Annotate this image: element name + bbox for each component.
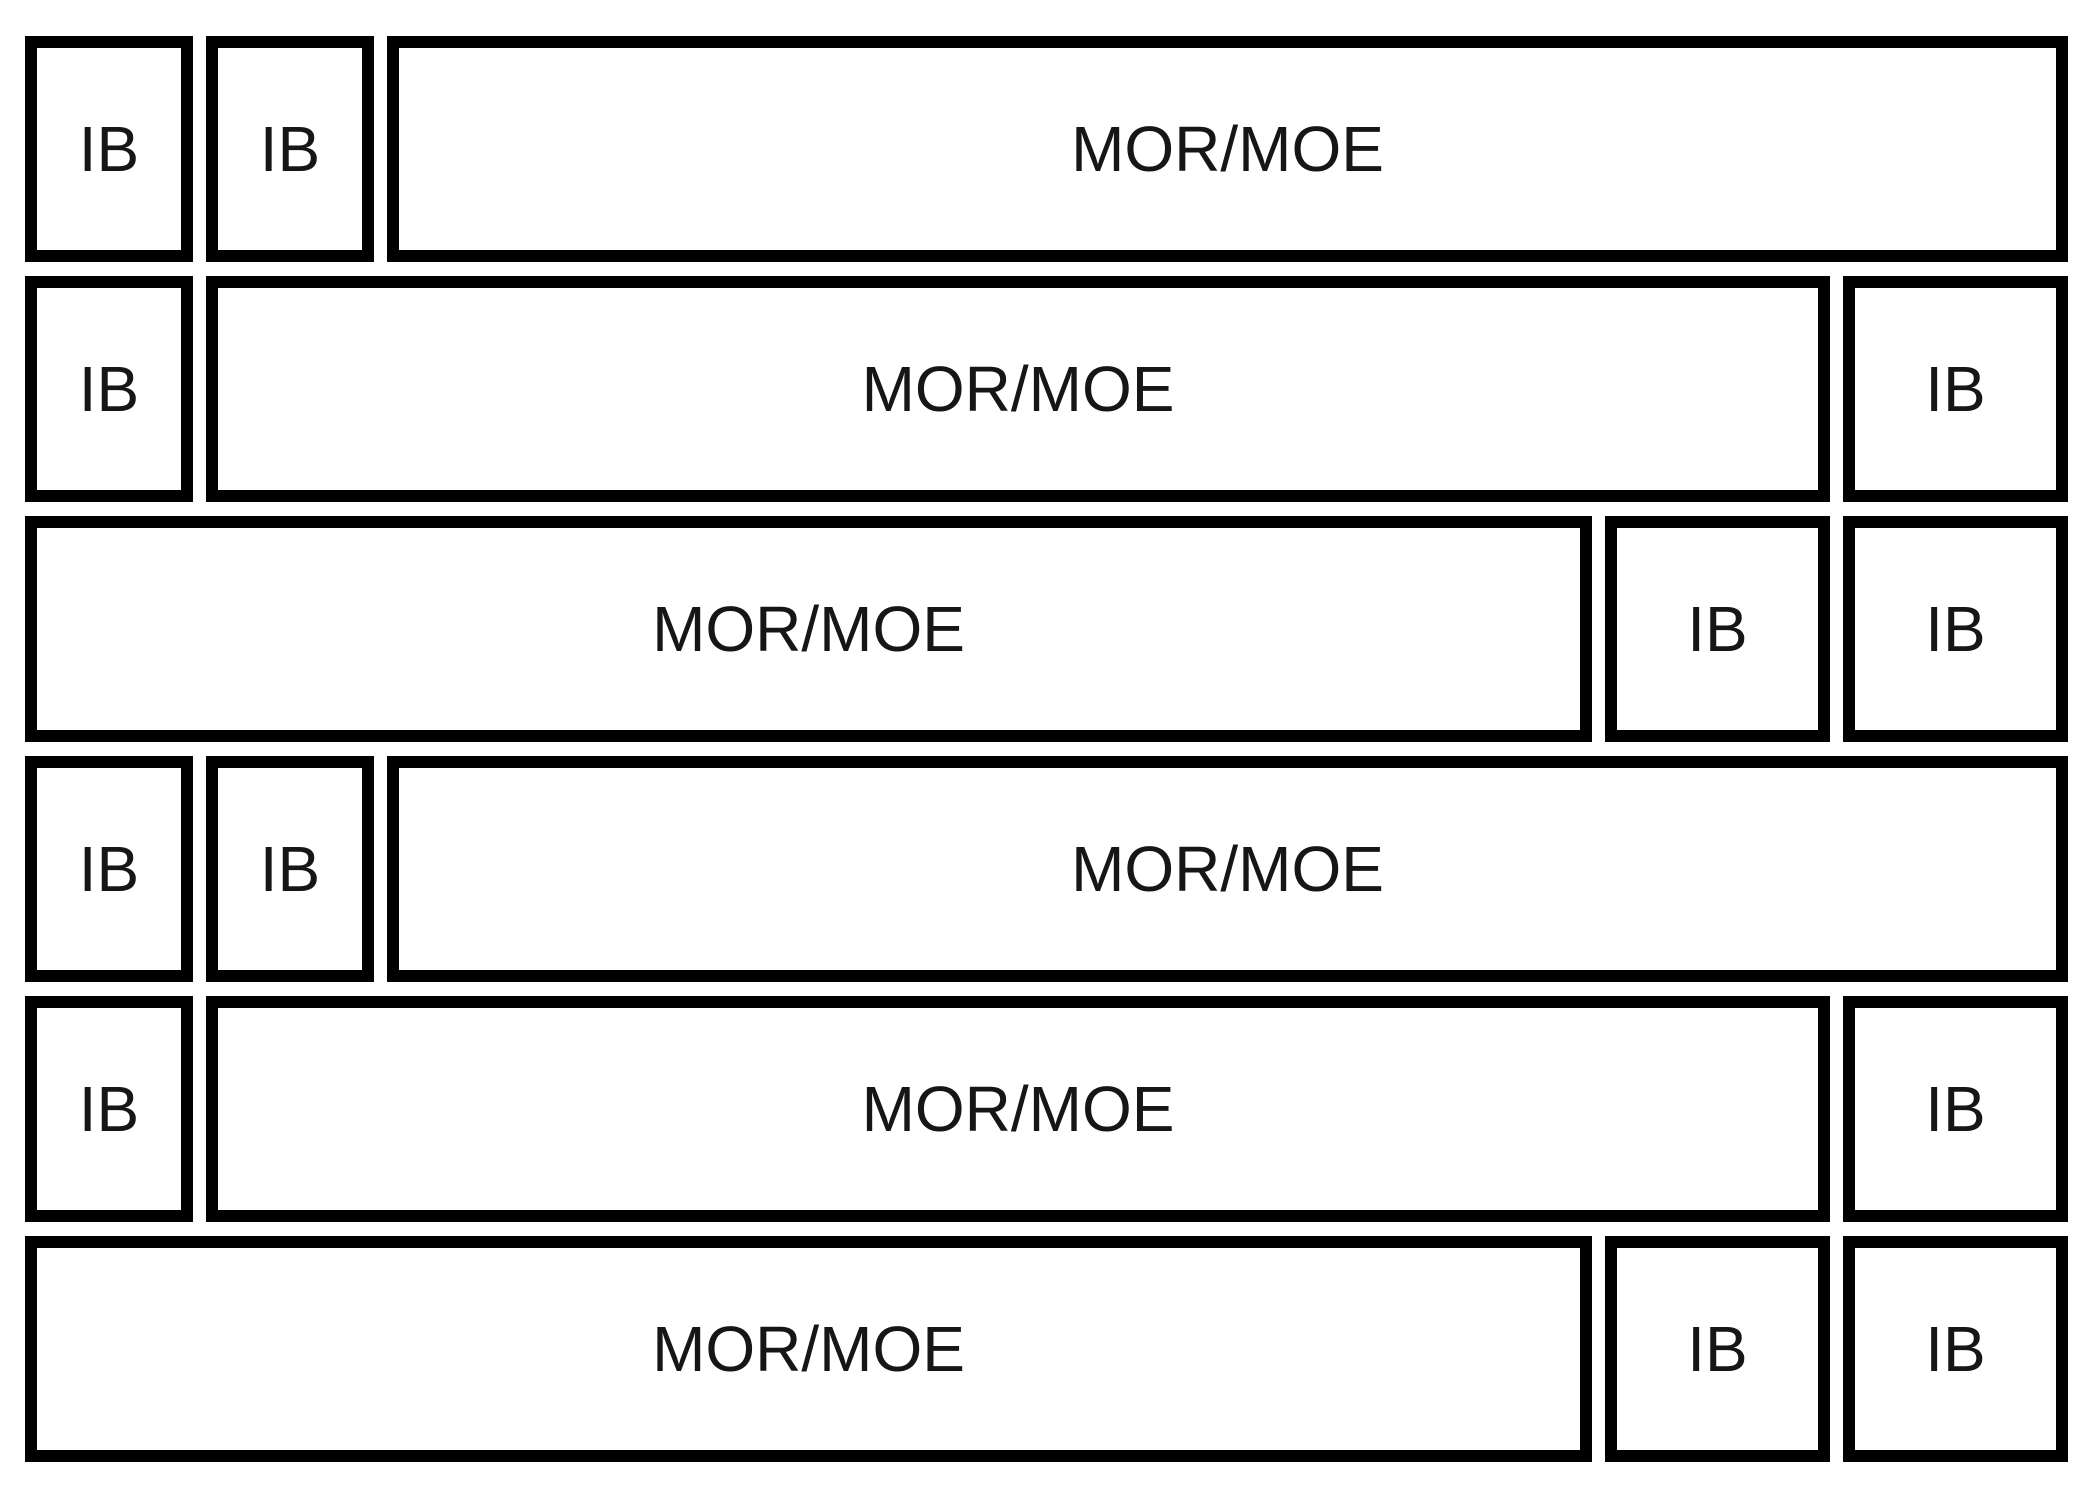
mor-moe-box: MOR/MOE bbox=[387, 756, 2068, 982]
ib-box: IB bbox=[1843, 1236, 2068, 1462]
ib-box: IB bbox=[25, 276, 193, 502]
ib-box: IB bbox=[25, 756, 193, 982]
ib-box: IB bbox=[206, 756, 374, 982]
ib-box: IB bbox=[1843, 996, 2068, 1222]
ib-box: IB bbox=[1843, 276, 2068, 502]
mor-moe-box: MOR/MOE bbox=[206, 276, 1830, 502]
mor-moe-box: MOR/MOE bbox=[25, 516, 1592, 742]
mor-moe-box: MOR/MOE bbox=[25, 1236, 1592, 1462]
mor-moe-box: MOR/MOE bbox=[387, 36, 2068, 262]
ib-box: IB bbox=[25, 36, 193, 262]
ib-box: IB bbox=[1843, 516, 2068, 742]
ib-box: IB bbox=[206, 36, 374, 262]
ib-box: IB bbox=[1605, 1236, 1830, 1462]
ib-box: IB bbox=[1605, 516, 1830, 742]
ib-box: IB bbox=[25, 996, 193, 1222]
mor-moe-box: MOR/MOE bbox=[206, 996, 1830, 1222]
